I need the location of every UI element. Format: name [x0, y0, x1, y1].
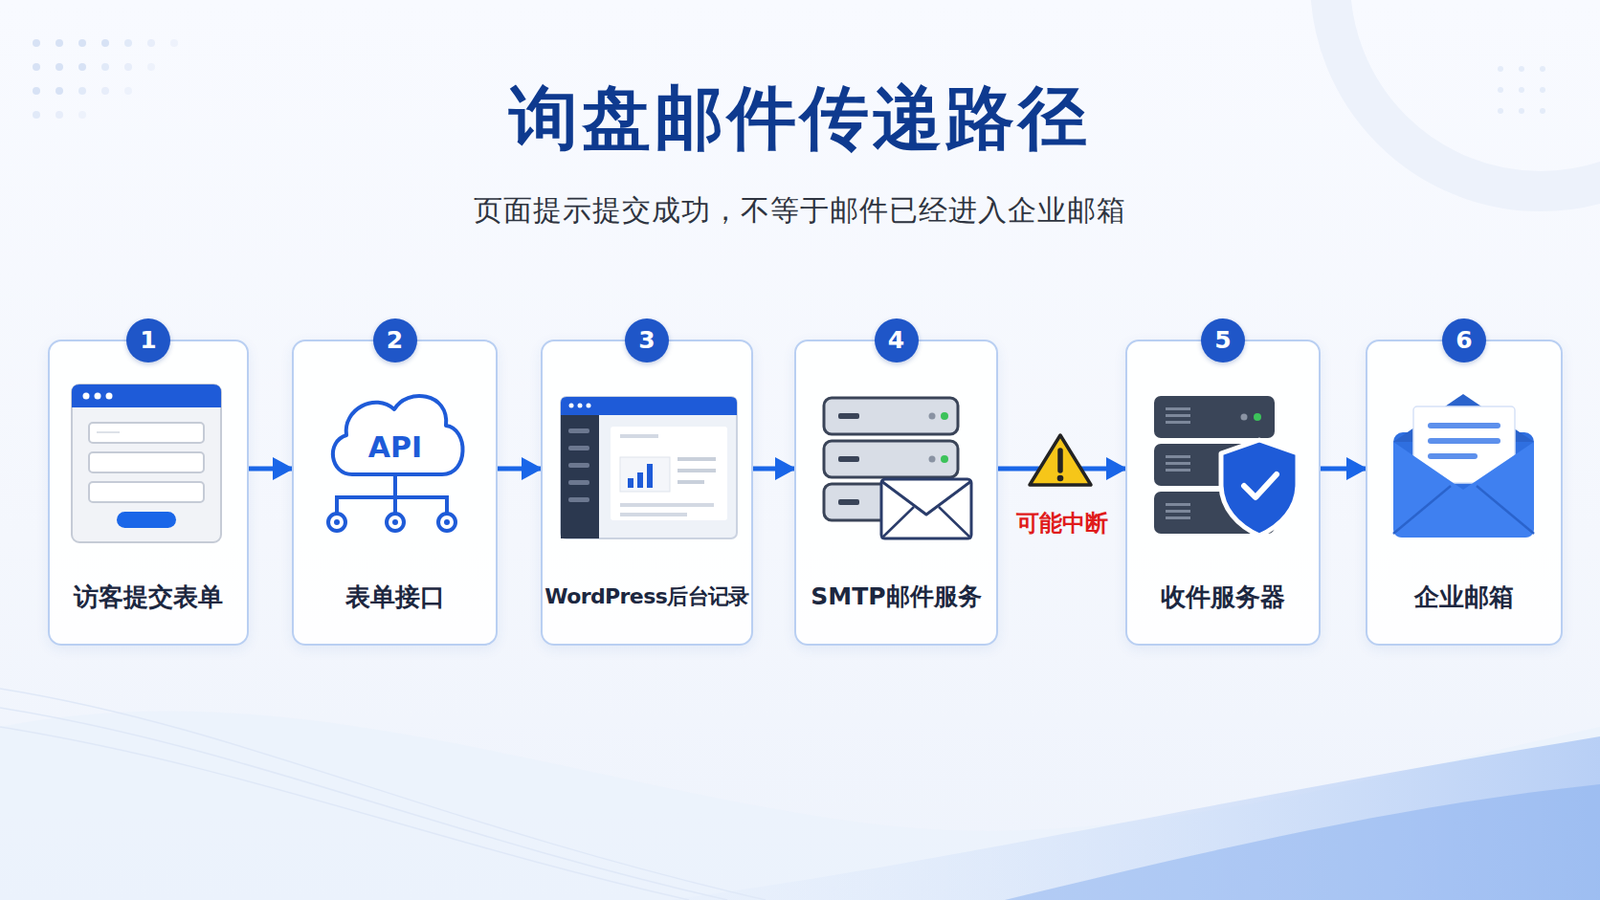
dot-grid	[1539, 66, 1546, 72]
corner-arc	[1330, 0, 1600, 192]
bottom-wave	[0, 727, 689, 900]
dot-grid	[78, 39, 87, 47]
server-step-box: 5收件服务器	[1125, 339, 1321, 646]
api-step-box: 2表单接口	[291, 339, 498, 646]
dot-grid	[124, 39, 133, 47]
bottom-wave	[0, 711, 1600, 900]
step-number: 2	[373, 318, 418, 363]
bottom-wave	[0, 708, 728, 900]
dot-grid	[1518, 108, 1525, 114]
bottom-wave	[0, 688, 766, 900]
dot-grid	[101, 63, 110, 71]
warning-symbol	[1029, 435, 1091, 486]
dot-grid	[1497, 108, 1504, 114]
wordpress-step-box: 3WordPress后台记录	[540, 339, 754, 646]
dot-grid	[78, 87, 87, 95]
dot-grid	[55, 87, 64, 95]
step-number: 6	[1442, 318, 1487, 363]
api-label: API	[347, 428, 444, 467]
dot-grid	[147, 39, 156, 47]
diagram-title: 询盘邮件传递路径	[0, 66, 1600, 169]
step-number: 1	[126, 318, 171, 363]
step-label: WordPress后台记录	[542, 577, 752, 617]
dot-grid	[170, 39, 178, 47]
form-step-box: 1访客提交表单	[47, 339, 249, 646]
bottom-wave	[0, 688, 1600, 900]
warning-symbol	[1029, 435, 1091, 486]
step-number: 3	[624, 318, 669, 363]
dot-grid	[124, 63, 133, 71]
dot-grid	[1497, 66, 1504, 72]
step-number: 4	[874, 318, 919, 363]
warning-symbol	[1057, 475, 1065, 483]
dot-grid	[124, 87, 133, 95]
dot-grid	[1497, 87, 1504, 93]
dot-grid	[1518, 87, 1525, 93]
smtp-step-box: 4SMTP邮件服务	[794, 339, 999, 646]
warning-symbol	[1057, 450, 1064, 471]
dot-grid	[78, 63, 87, 71]
bottom-wave	[669, 736, 1600, 900]
dot-grid	[101, 39, 110, 47]
mailbox-step-box: 6企业邮箱	[1365, 339, 1563, 646]
step-label: 访客提交表单	[49, 577, 247, 617]
flow-arrow	[1320, 466, 1366, 472]
dot-grid	[1539, 87, 1546, 93]
step-label: 表单接口	[293, 577, 496, 617]
flow-arrow	[998, 466, 1126, 472]
dot-grid	[55, 63, 64, 71]
dot-grid	[1518, 66, 1525, 72]
bottom-wave	[1004, 784, 1600, 900]
flow-arrow	[248, 466, 292, 472]
dot-grid	[78, 111, 87, 119]
dot-grid	[32, 63, 41, 71]
dot-grid	[55, 39, 64, 47]
flow-arrow	[497, 466, 541, 472]
dot-grid	[32, 87, 41, 95]
diagram-caption: 页面提示提交成功，不等于邮件已经进入企业邮箱	[0, 189, 1600, 232]
step-number: 5	[1200, 318, 1245, 363]
dot-grid	[32, 111, 41, 119]
step-label: 企业邮箱	[1367, 577, 1561, 617]
corner-arc	[1330, 0, 1600, 192]
step-label: SMTP邮件服务	[796, 577, 997, 617]
dot-grid	[55, 111, 64, 119]
step-label: 收件服务器	[1127, 577, 1319, 617]
dot-grid	[1539, 108, 1546, 114]
dot-grid	[101, 87, 110, 95]
flow-arrow	[753, 466, 795, 472]
edge-label: 可能中断	[995, 508, 1130, 539]
dot-grid	[147, 63, 156, 71]
dot-grid	[32, 39, 41, 47]
